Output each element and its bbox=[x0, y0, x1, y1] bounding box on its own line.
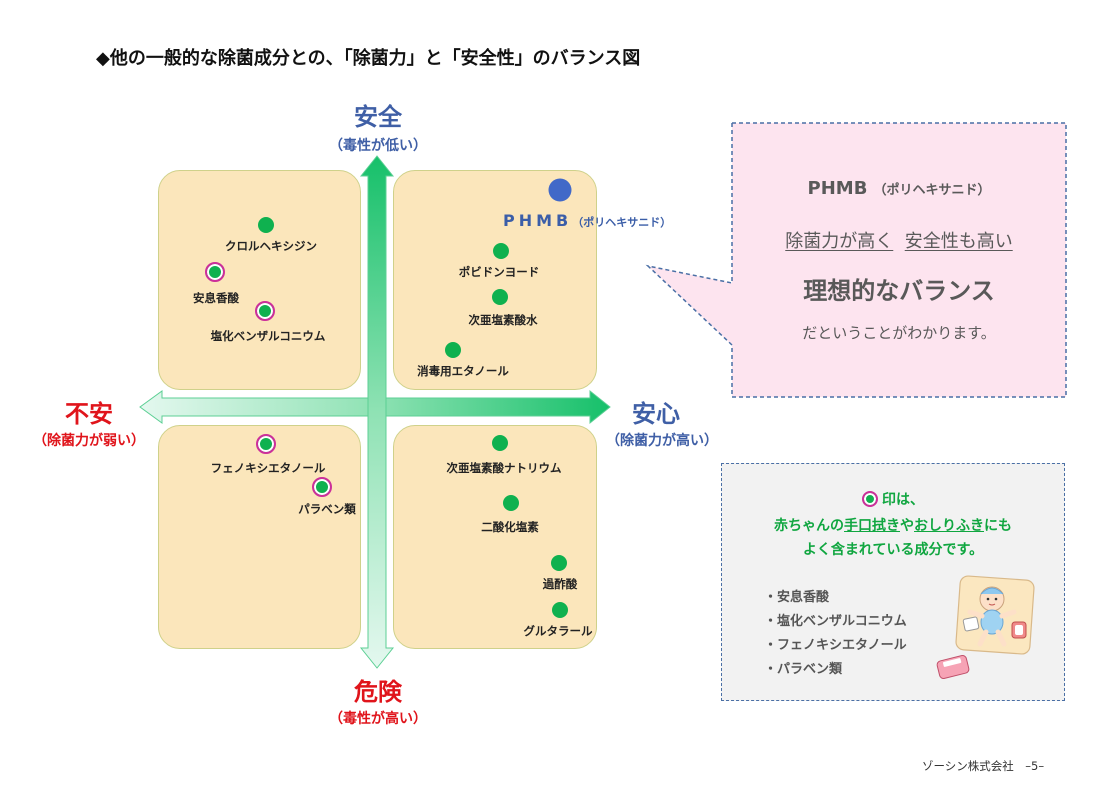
point-glutaral bbox=[552, 602, 568, 618]
point-hypochlorous-water bbox=[492, 289, 508, 305]
label-povidone-iodine: ポビドンヨード bbox=[458, 265, 540, 279]
note-item-benzoic: ・安息香酸 bbox=[764, 590, 830, 605]
point-ethanol bbox=[445, 342, 461, 358]
note-marker-icon bbox=[862, 491, 878, 507]
callout-line-conclusion: だということがわかります。 bbox=[802, 324, 996, 342]
phmb-point bbox=[548, 178, 572, 202]
label-glutaral: グルタラール bbox=[523, 624, 593, 638]
footer-company-page: ゾーシン株式会社 –5– bbox=[922, 759, 1045, 773]
point-parabens bbox=[312, 477, 332, 497]
quadrant-bottom-left bbox=[158, 425, 361, 649]
label-benzalkonium: 塩化ベンザルコニウム bbox=[210, 329, 326, 343]
point-phenoxyethanol bbox=[256, 434, 276, 454]
point-peracetic-acid bbox=[551, 555, 567, 571]
point-chlorine-dioxide bbox=[503, 495, 519, 511]
axis-bottom-title: 危険 bbox=[354, 678, 402, 706]
label-hypochlorous-water: 次亜塩素酸水 bbox=[468, 313, 538, 327]
axis-left-sub: （除菌力が弱い） bbox=[33, 433, 145, 449]
point-benzalkonium bbox=[255, 301, 275, 321]
note-line-3: よく含まれている成分です。 bbox=[802, 542, 984, 558]
point-benzoic-acid bbox=[205, 262, 225, 282]
label-benzoic-acid: 安息香酸 bbox=[193, 291, 239, 305]
axis-right-title: 安心 bbox=[632, 400, 680, 428]
callout-line-ideal: 理想的なバランス bbox=[803, 277, 995, 305]
axis-top-sub: （毒性が低い） bbox=[329, 138, 427, 154]
note-item-benzalkonium: ・塩化ベンザルコニウム bbox=[764, 614, 907, 629]
baby-illustration-icon bbox=[936, 575, 1035, 680]
label-chlorine-dioxide: 二酸化塩素 bbox=[481, 520, 539, 534]
quadrant-top-right bbox=[393, 170, 597, 390]
quadrant-top-left bbox=[158, 170, 361, 390]
label-parabens: パラベン類 bbox=[298, 502, 356, 516]
label-ethanol: 消毒用エタノール bbox=[417, 364, 509, 378]
axis-left-title: 不安 bbox=[65, 400, 113, 428]
callout-line-balance: 除菌力が高く 安全性も高い bbox=[785, 231, 1013, 252]
page-title: ◆他の一般的な除菌成分との、「除菌力」と「安全性」のバランス図 bbox=[96, 48, 641, 69]
label-peracetic-acid: 過酢酸 bbox=[542, 577, 578, 591]
point-sodium-hypochlorite bbox=[492, 435, 508, 451]
label-phenoxyethanol: フェノキシエタノール bbox=[210, 461, 326, 475]
axis-top-title: 安全 bbox=[354, 103, 402, 131]
vertical-axis-arrow bbox=[359, 155, 395, 669]
note-item-parabens: ・パラベン類 bbox=[764, 662, 843, 677]
note-line-1: 印は、 bbox=[721, 489, 1065, 509]
callout-line-phmb: PHMB（ポリヘキサニド） bbox=[807, 178, 991, 199]
axis-bottom-sub: （毒性が高い） bbox=[329, 711, 427, 727]
point-povidone-iodine bbox=[493, 243, 509, 259]
label-sodium-hypochlorite: 次亜塩素酸ナトリウム bbox=[446, 461, 562, 475]
phmb-label: PHMB（ポリヘキサニド） bbox=[503, 211, 672, 230]
note-line-2: 赤ちゃんの手口拭きやおしりふきにも bbox=[774, 518, 1012, 534]
label-chlorhexidine: クロルヘキシジン bbox=[225, 239, 317, 253]
axis-right-sub: （除菌力が高い） bbox=[606, 433, 718, 449]
note-item-phenoxyethanol: ・フェノキシエタノール bbox=[764, 638, 907, 653]
point-chlorhexidine bbox=[258, 217, 274, 233]
